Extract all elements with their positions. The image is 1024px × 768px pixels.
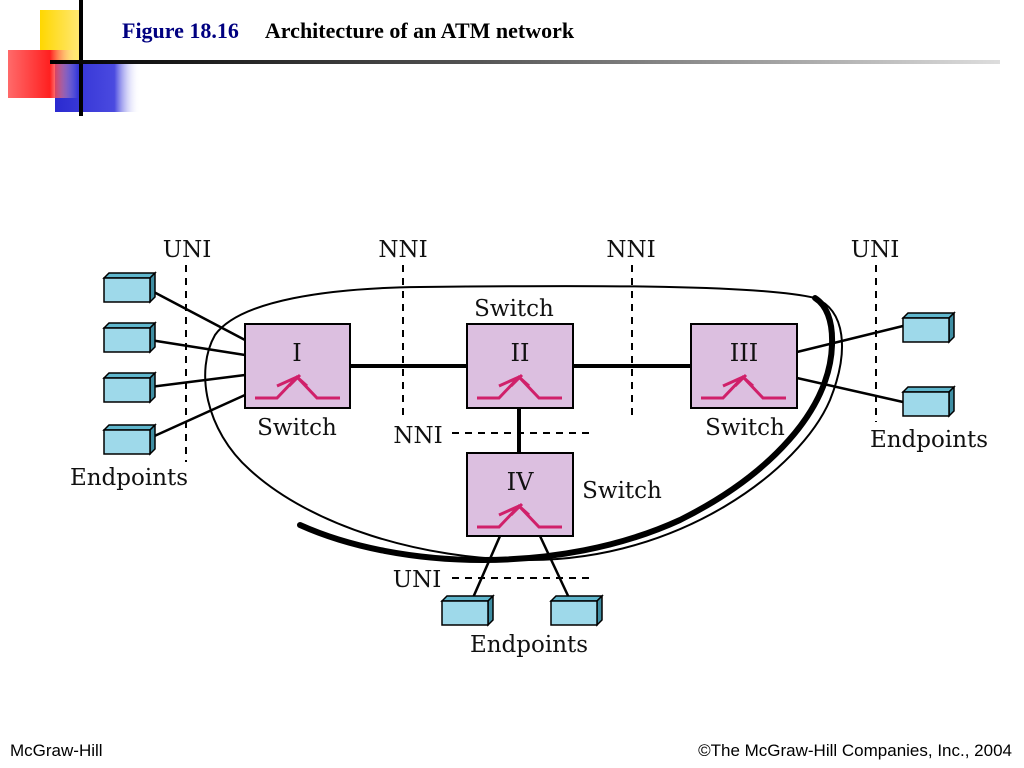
switch-crossover-icon — [477, 502, 562, 529]
switch-ii-label: II — [511, 339, 530, 367]
access-link — [149, 393, 246, 440]
switch-iii: III — [690, 323, 798, 409]
footer-publisher: McGraw-Hill — [10, 741, 103, 760]
access-link — [149, 288, 246, 342]
network-cloud-outline — [204, 285, 843, 562]
access-link — [149, 373, 246, 389]
endpoints-caption-left: Endpoints — [70, 465, 188, 491]
access-link — [538, 535, 572, 601]
endpoints-caption-bottom: Endpoints — [470, 632, 588, 658]
nni-right-label: NNI — [606, 237, 655, 263]
vertical-rule — [79, 0, 83, 116]
endpoint-device — [549, 594, 604, 627]
footer-copyright: ©The McGraw-Hill Companies, Inc., 2004 — [698, 741, 1012, 760]
switch-crossover-icon — [701, 373, 786, 400]
uni-bottom-label: UNI — [393, 567, 442, 593]
switch-caption-top: Switch — [474, 296, 554, 322]
endpoint-device — [102, 271, 157, 304]
figure-title: Architecture of an ATM network — [264, 18, 575, 43]
endpoint-device — [901, 311, 956, 344]
switch-iv: IV — [466, 452, 574, 537]
switch-i-label: I — [292, 339, 301, 367]
uni-right-label: UNI — [851, 237, 900, 263]
access-link — [149, 338, 246, 357]
corner-decoration — [8, 0, 140, 116]
title-underline — [50, 60, 1000, 64]
slide-title: Figure 18.16 Architecture of an ATM netwo… — [122, 18, 574, 44]
switch-ii: II — [466, 323, 574, 409]
uni-left-label: UNI — [163, 237, 212, 263]
switch-caption-bottom: Switch — [582, 478, 662, 504]
switch-caption-right: Switch — [705, 415, 785, 441]
access-link — [796, 376, 904, 404]
endpoint-device — [440, 594, 495, 627]
nni-center-label: NNI — [393, 423, 442, 449]
network-cloud-shadow — [297, 295, 836, 563]
endpoint-device — [102, 321, 157, 354]
endpoint-device — [901, 385, 956, 418]
switch-i: I — [244, 323, 351, 409]
access-link — [470, 535, 502, 601]
access-link — [796, 324, 904, 354]
figure-number: Figure 18.16 — [122, 18, 239, 43]
switch-crossover-icon — [255, 373, 340, 400]
switch-iv-label: IV — [507, 468, 534, 496]
switch-iii-label: III — [730, 339, 758, 367]
endpoints-caption-right: Endpoints — [870, 427, 988, 453]
switch-caption-left: Switch — [257, 415, 337, 441]
endpoint-device — [102, 371, 157, 404]
endpoint-device — [102, 423, 157, 456]
red-square — [8, 50, 78, 98]
nni-left-label: NNI — [378, 237, 427, 263]
switch-crossover-icon — [477, 373, 562, 400]
